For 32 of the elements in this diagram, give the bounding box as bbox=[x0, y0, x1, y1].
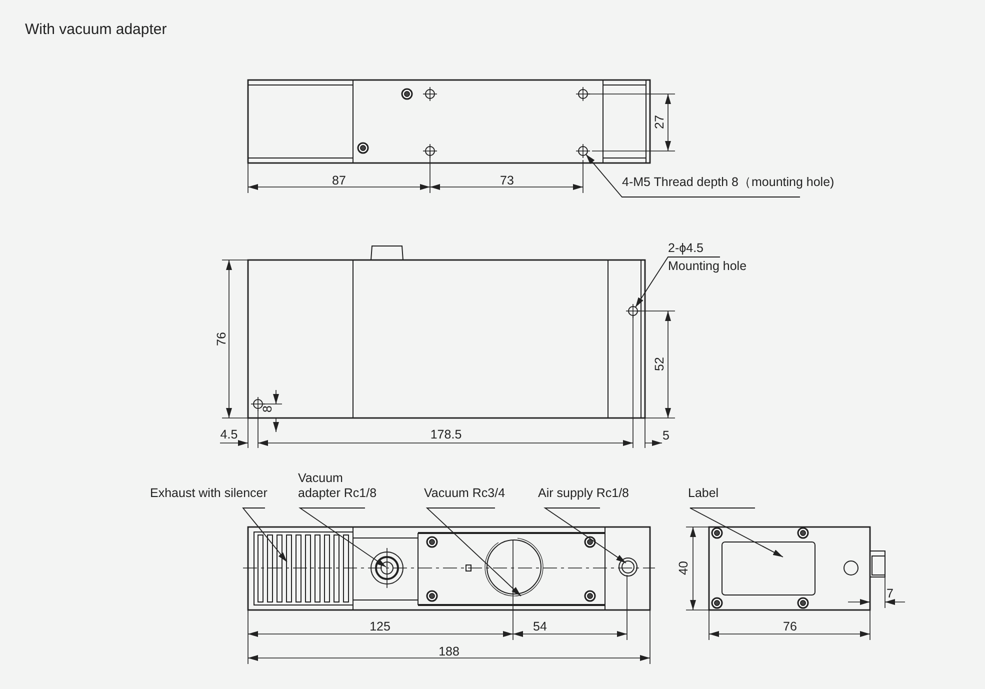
leader-line bbox=[635, 256, 720, 308]
leader-line bbox=[585, 154, 800, 198]
dimension-value: 7 bbox=[886, 588, 894, 600]
dimension-value: 27 bbox=[654, 115, 666, 129]
dimension-value: 125 bbox=[370, 620, 390, 634]
callout-text: Vacuum Rc3/4 bbox=[424, 486, 514, 508]
dimension-value: 76 bbox=[216, 332, 228, 346]
leader-line bbox=[690, 508, 784, 558]
dimension-value: 8 bbox=[262, 406, 274, 412]
dimension-value: 40 bbox=[678, 561, 690, 575]
leader-line bbox=[298, 508, 386, 568]
dimension-value: 52 bbox=[654, 357, 666, 371]
dimension-value: 5 bbox=[662, 430, 670, 442]
mounting-hole bbox=[578, 146, 588, 156]
mounting-hole bbox=[628, 306, 638, 316]
leader-line bbox=[242, 508, 288, 562]
callout-text: Vacuum adapter Rc1/8 bbox=[298, 471, 388, 508]
callout-text: Air supply Rc1/8 bbox=[538, 486, 638, 508]
dimension-value: 178.5 bbox=[430, 428, 462, 442]
title: With vacuum adapter bbox=[25, 21, 167, 38]
dimension-value: 87 bbox=[332, 174, 346, 188]
dimension-value: 54 bbox=[533, 620, 547, 634]
leader-line bbox=[426, 508, 522, 596]
dimension-value: 76 bbox=[783, 620, 797, 634]
callout-text: 4-M5 Thread depth 8（mounting hole) bbox=[622, 175, 842, 197]
dimension-value: 73 bbox=[500, 174, 514, 188]
callout-text: Label bbox=[688, 486, 748, 508]
leader-line bbox=[544, 508, 626, 564]
callout-text: 2-ϕ4.5 Mounting hole bbox=[668, 239, 756, 275]
dimension-value: 188 bbox=[438, 646, 460, 658]
dimension-value: 4.5 bbox=[220, 428, 238, 442]
callout-text: Exhaust with silencer bbox=[150, 486, 272, 508]
